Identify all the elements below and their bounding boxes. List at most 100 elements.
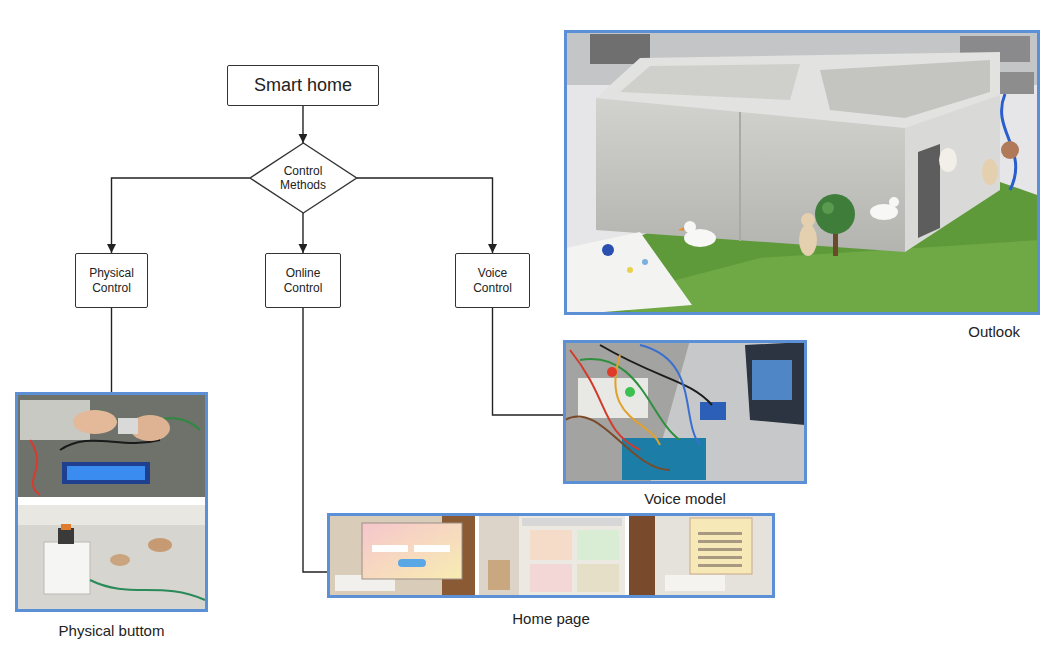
physical-button-photo xyxy=(15,392,208,612)
input-field xyxy=(372,545,408,552)
panel-frame xyxy=(327,513,775,598)
panel-caption: Home page xyxy=(327,610,775,628)
photo-background xyxy=(15,392,208,497)
status-card xyxy=(577,564,619,592)
decision-diamond: Control Methods xyxy=(250,143,357,213)
process-box: Voice Control xyxy=(455,253,530,308)
login-dialog xyxy=(362,523,462,579)
photo-background xyxy=(327,513,775,598)
flow-connector xyxy=(356,178,492,253)
caption-holder: Physical buttom xyxy=(15,622,208,640)
status-card xyxy=(577,530,619,560)
panel-frame xyxy=(15,392,208,612)
photo-panel: Physical buttom xyxy=(15,392,208,644)
flow-connector xyxy=(112,178,250,253)
screenshot-room xyxy=(629,516,774,595)
process-box: Online Control xyxy=(265,253,341,308)
photo-background xyxy=(564,30,1040,315)
node-label: Control Methods xyxy=(271,164,335,193)
tree-crown xyxy=(815,194,855,234)
rabbit-figure xyxy=(982,159,998,185)
screenshot-room xyxy=(330,516,475,595)
screen-content xyxy=(752,360,792,400)
header-bar xyxy=(522,518,622,526)
caption-holder: Home page xyxy=(327,610,775,628)
caption-holder: Voice model xyxy=(563,490,807,508)
led xyxy=(642,259,648,265)
wire xyxy=(30,440,40,495)
house-door xyxy=(918,144,940,238)
photo-background xyxy=(563,340,807,484)
photo-background xyxy=(15,505,208,612)
menu-line xyxy=(698,556,742,559)
flow-connector xyxy=(302,106,303,143)
screenshot-room xyxy=(479,516,625,595)
wire xyxy=(570,350,640,450)
house-side-wall xyxy=(905,95,1000,252)
connector-group xyxy=(112,106,564,572)
status-card xyxy=(530,530,572,560)
flow-connector xyxy=(493,308,564,415)
home-page-screenshots xyxy=(327,513,775,598)
photo-panel: Home page xyxy=(327,513,775,632)
menu-line xyxy=(698,540,742,543)
diamond-shape xyxy=(250,143,357,213)
wire xyxy=(60,440,160,450)
status-card xyxy=(530,564,572,592)
side-panel xyxy=(479,516,519,595)
tree-leaves xyxy=(822,202,834,214)
laptop-screen xyxy=(745,342,805,425)
wire xyxy=(565,416,670,470)
order-dialog xyxy=(690,518,752,574)
small-figure xyxy=(1001,141,1019,159)
wall-background xyxy=(15,505,208,525)
arduino-board xyxy=(622,438,706,480)
node-label: Online Control xyxy=(270,266,336,295)
panel-frame xyxy=(564,30,1040,315)
process-box: Physical Control xyxy=(75,253,148,308)
rabbit-figure xyxy=(801,213,815,227)
panel-caption: Outlook xyxy=(564,323,1020,341)
door-image xyxy=(488,560,510,590)
panel-caption: Physical buttom xyxy=(15,622,208,640)
button-top xyxy=(61,524,71,530)
duck-figure xyxy=(684,221,696,233)
sofa xyxy=(665,575,725,591)
panel-frame xyxy=(563,340,807,484)
wall-seam xyxy=(739,112,741,241)
flow-connector xyxy=(111,308,112,392)
led xyxy=(607,367,617,377)
flow-connector xyxy=(303,308,327,572)
small-object xyxy=(110,554,130,566)
button-cap xyxy=(58,528,74,544)
wood-wall xyxy=(629,516,655,595)
small-object xyxy=(148,538,172,552)
wire xyxy=(640,345,700,445)
lcd-screen xyxy=(67,466,145,480)
wire xyxy=(90,580,205,600)
rabbit-figure xyxy=(799,224,817,256)
voice-model-photo xyxy=(563,340,807,484)
breadboard xyxy=(566,232,692,315)
button-module xyxy=(118,418,138,434)
duck-beak xyxy=(678,227,684,231)
duck-figure xyxy=(889,197,899,207)
house-front-wall xyxy=(596,98,905,252)
button-box xyxy=(44,542,90,594)
login-button xyxy=(398,559,426,567)
voice-sensor xyxy=(700,402,726,420)
wire xyxy=(580,359,680,440)
lcd-display xyxy=(62,462,150,484)
node-label: Voice Control xyxy=(460,266,525,295)
house-interior xyxy=(620,64,800,100)
node-label: Physical Control xyxy=(80,266,143,295)
menu-line xyxy=(698,532,742,535)
photo-gap xyxy=(15,497,208,505)
menu-line xyxy=(698,564,742,567)
photo-panel: Voice model xyxy=(563,340,807,512)
caption-holder: Outlook xyxy=(564,323,1040,341)
input-field xyxy=(414,545,450,552)
diamond-text-holder: Control Methods xyxy=(271,164,335,193)
